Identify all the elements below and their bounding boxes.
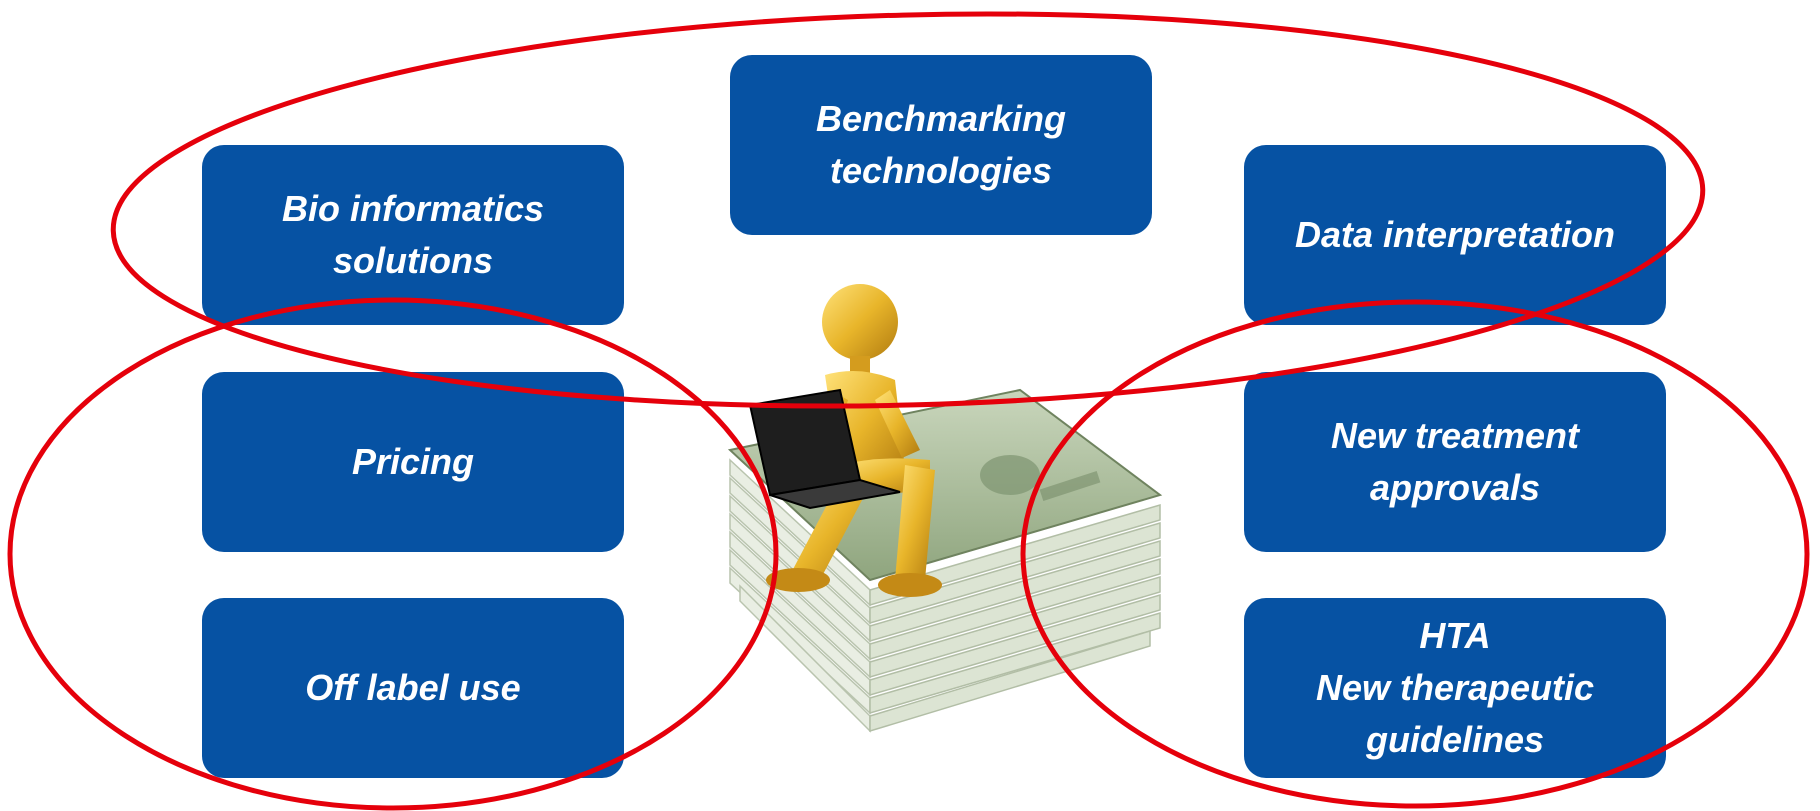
hta-guidelines-box: HTA New therapeutic guidelines bbox=[1244, 598, 1666, 778]
new-treatment-approvals-box: New treatment approvals bbox=[1244, 372, 1666, 552]
off-label-use-box: Off label use bbox=[202, 598, 624, 778]
benchmarking-box: Benchmarking technologies bbox=[730, 55, 1152, 235]
person-on-laptop-sitting-on-money-icon bbox=[727, 284, 1163, 733]
data-interpretation-box: Data interpretation bbox=[1244, 145, 1666, 325]
pricing-box: Pricing bbox=[202, 372, 624, 552]
bio-informatics-box: Bio informatics solutions bbox=[202, 145, 624, 325]
